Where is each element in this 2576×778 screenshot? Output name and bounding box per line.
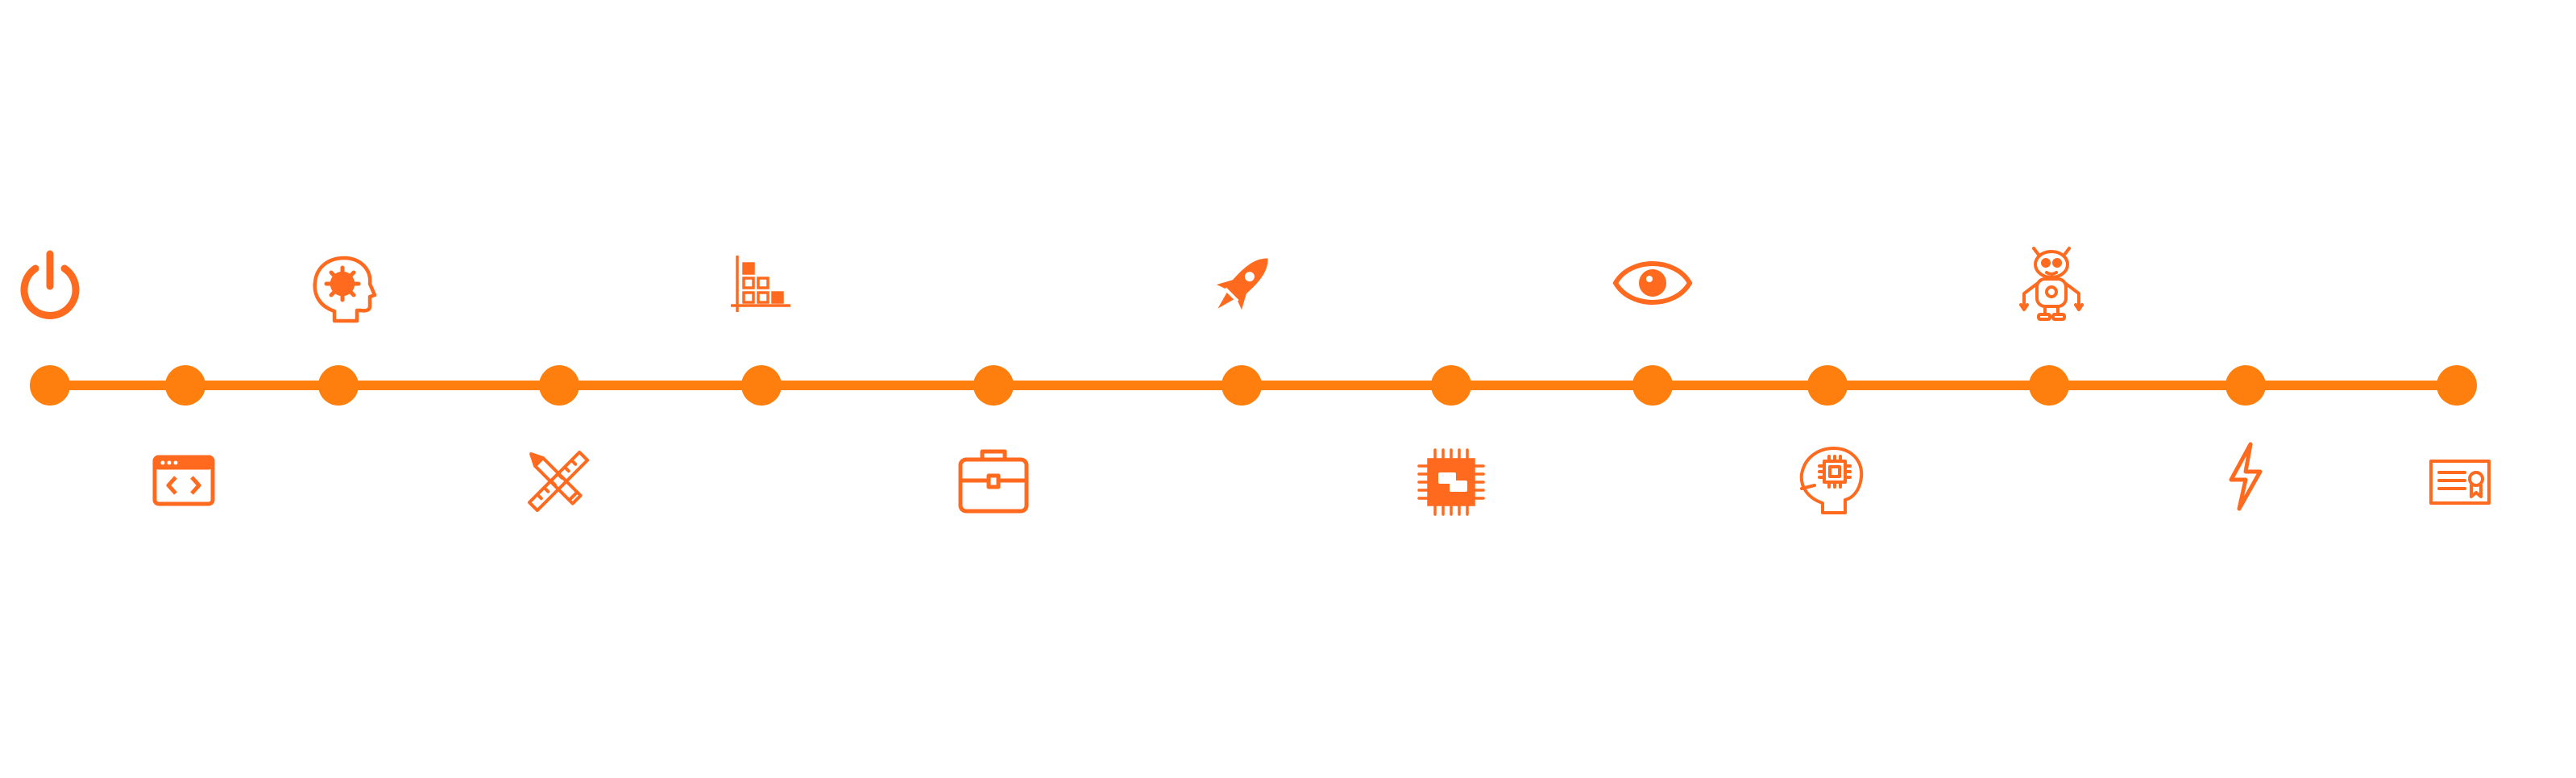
timeline-node (741, 365, 782, 406)
head-gear-icon (313, 256, 377, 323)
head-chip-icon (1799, 447, 1864, 514)
timeline-node (973, 365, 1014, 406)
briefcase-icon (958, 449, 1029, 514)
timeline-node (30, 365, 70, 406)
certificate-icon (2429, 460, 2491, 505)
timeline-node (1222, 365, 1262, 406)
timeline-node (2225, 365, 2266, 406)
rocket-icon (1216, 258, 1268, 310)
code-window-icon (152, 455, 215, 506)
timeline-node (1431, 365, 1471, 406)
timeline-node (2437, 365, 2477, 406)
lightning-icon (2229, 442, 2263, 511)
timeline-nodes (30, 365, 2477, 406)
timeline-node (1807, 365, 1848, 406)
timeline-node (318, 365, 359, 406)
grid-chart-icon (731, 256, 790, 312)
timeline-node (165, 365, 205, 406)
ruler-pencil-icon (527, 450, 590, 513)
power-icon (20, 250, 80, 319)
timeline-node (2029, 365, 2069, 406)
chip-icon (1417, 448, 1485, 516)
timeline-node (539, 365, 579, 406)
eye-icon (1612, 261, 1693, 305)
robot-icon (2019, 247, 2084, 321)
timeline-node (1632, 365, 1673, 406)
